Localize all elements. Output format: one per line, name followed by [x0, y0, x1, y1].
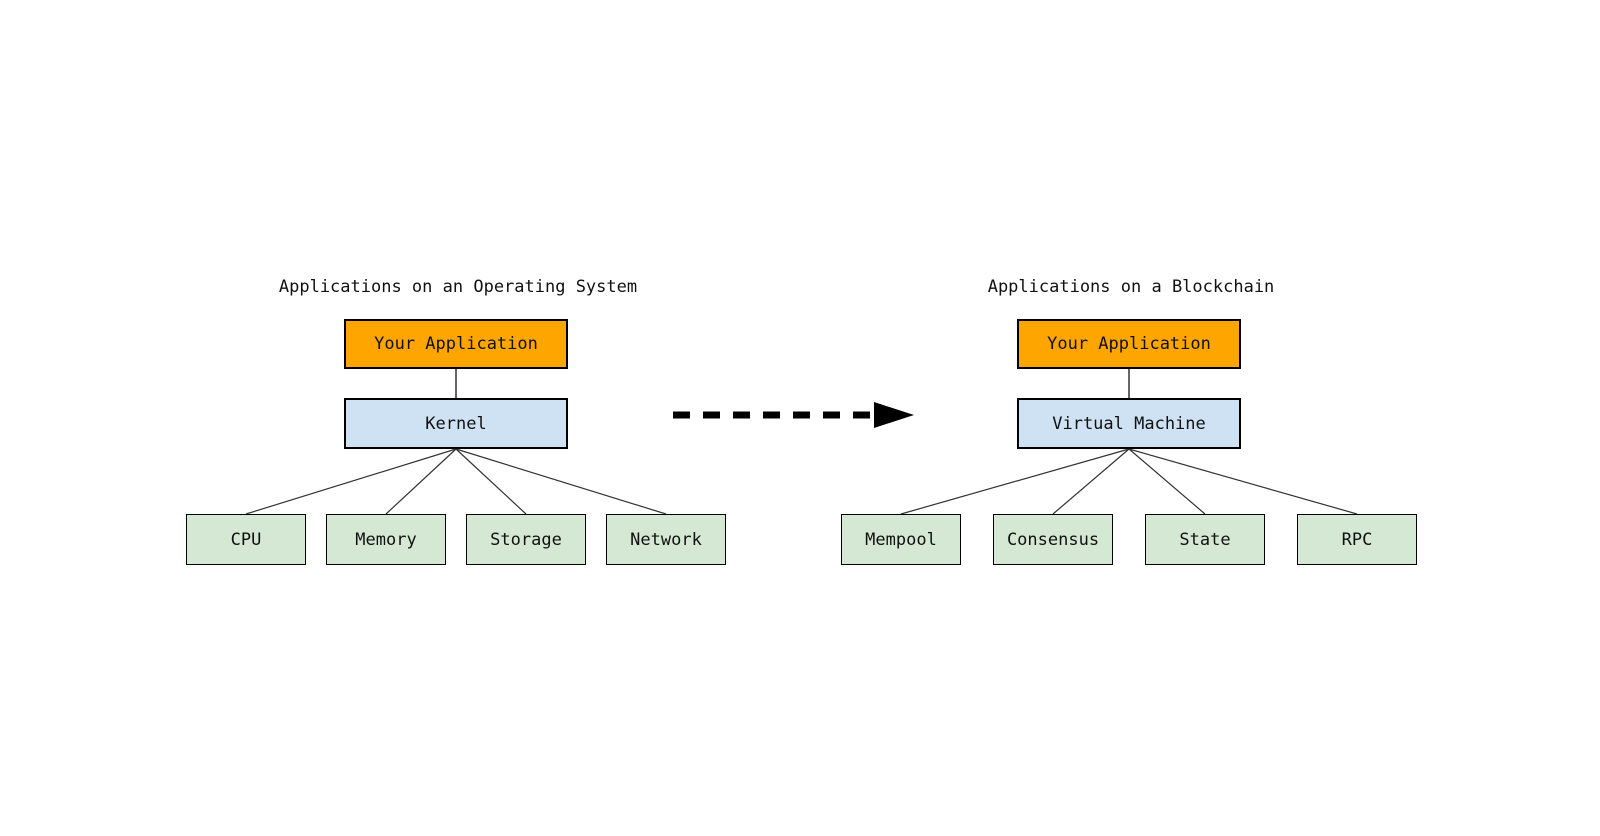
leaf-node-state: State [1145, 514, 1265, 565]
connector-line [455, 448, 527, 515]
right-vm-node: Virtual Machine [1017, 398, 1241, 449]
connector-line [385, 448, 457, 515]
connector-line [1128, 448, 1206, 515]
leaf-node-network: Network [606, 514, 726, 565]
leaf-label-state: State [1179, 529, 1231, 550]
leaf-label-mempool: Mempool [865, 529, 937, 550]
leaf-node-rpc: RPC [1297, 514, 1417, 565]
dashed-arrow [673, 402, 914, 428]
leaf-label-storage: Storage [490, 529, 562, 550]
arrowhead-icon [874, 402, 914, 428]
connector-line [1052, 448, 1130, 515]
left-app-label: Your Application [374, 334, 538, 354]
right-vm-label: Virtual Machine [1052, 413, 1206, 434]
left-kernel-label: Kernel [425, 413, 487, 434]
connector-line [900, 448, 1130, 515]
leaf-label-consensus: Consensus [1006, 529, 1100, 550]
right-app-node: Your Application [1017, 319, 1241, 369]
right-diagram-title: Applications on a Blockchain [987, 277, 1275, 297]
leaf-node-cpu: CPU [186, 514, 306, 565]
leaf-label-memory: Memory [355, 529, 417, 550]
leaf-node-storage: Storage [466, 514, 586, 565]
leaf-label-network: Network [630, 529, 702, 550]
connector-line [1128, 448, 1358, 515]
connector-line [245, 448, 457, 515]
leaf-label-rpc: RPC [1341, 529, 1373, 550]
leaf-node-mempool: Mempool [841, 514, 961, 565]
right-app-label: Your Application [1047, 334, 1211, 354]
left-kernel-node: Kernel [344, 398, 568, 449]
left-diagram-title: Applications on an Operating System [278, 277, 638, 297]
connector-line [455, 448, 667, 515]
leaf-node-consensus: Consensus [993, 514, 1113, 565]
leaf-label-cpu: CPU [230, 529, 262, 550]
left-app-node: Your Application [344, 319, 568, 369]
leaf-node-memory: Memory [326, 514, 446, 565]
